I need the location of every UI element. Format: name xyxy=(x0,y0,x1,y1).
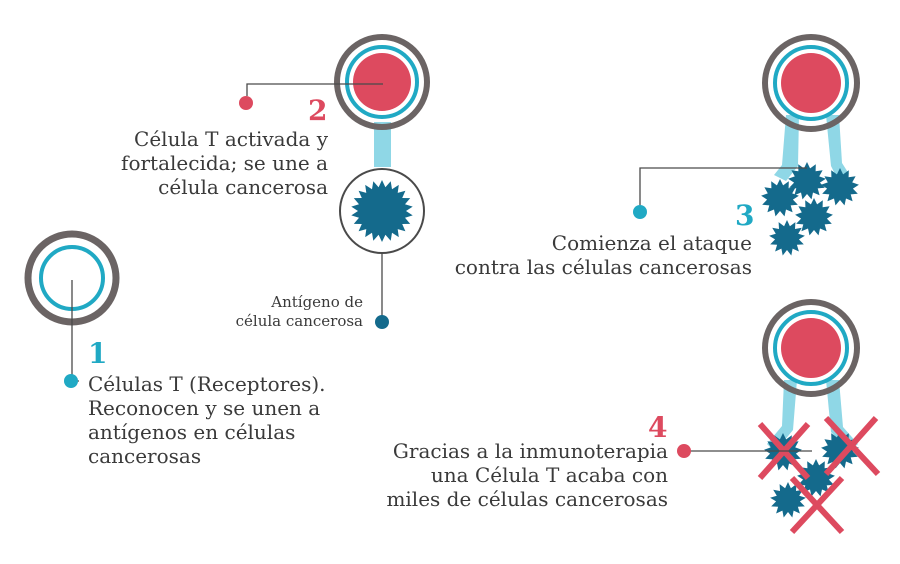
antigen-label-line: Antígeno de xyxy=(271,293,363,311)
step-3-dot xyxy=(633,205,647,219)
step-3-attack xyxy=(633,34,860,256)
antigen-icon xyxy=(375,315,389,329)
cancer-cell-icon xyxy=(788,162,826,200)
cancer-cell-icon xyxy=(351,180,413,242)
step-2-leader-line xyxy=(246,83,383,96)
cancer-cell-icon xyxy=(795,198,833,236)
step-4-dot xyxy=(677,444,691,458)
activated-t-cell-receptor xyxy=(345,45,419,119)
step-1-number: 1 xyxy=(88,337,108,370)
step-4-line: una Célula T acaba con xyxy=(430,463,668,487)
cancer-cell-icon xyxy=(769,220,805,256)
t-cell-core xyxy=(781,318,841,378)
step-2-description: Célula T activada y fortalecida; se une … xyxy=(121,127,328,199)
step-3-line: Comienza el ataque xyxy=(551,231,752,255)
cancer-cell-icon xyxy=(770,482,806,518)
step-2-dot xyxy=(239,96,253,110)
activated-t-cell-icon xyxy=(334,34,430,130)
step-3-leader-line xyxy=(639,167,807,205)
antigen-label-line: célula cancerosa xyxy=(235,311,363,330)
step-4-destruction xyxy=(677,299,881,535)
step-2-line: fortalecida; se une a xyxy=(121,151,328,175)
t-cell-ring xyxy=(762,299,860,397)
step-1-t-cell xyxy=(24,230,120,388)
step-1-line: Células T (Receptores). xyxy=(88,372,326,396)
step-4-line: Gracias a la inmunoterapia xyxy=(392,439,668,463)
step-3-description: Comienza el ataque contra las células ca… xyxy=(455,231,752,279)
step-4-description: Gracias a la inmunoterapia una Célula T … xyxy=(386,439,668,511)
cancer-cell-icon xyxy=(797,459,835,497)
t-cell-ring xyxy=(762,34,860,132)
step-1-line: cancerosas xyxy=(88,444,202,468)
t-cell-core xyxy=(781,53,841,113)
bond-connector xyxy=(374,122,391,167)
antigen-label: Antígeno de célula cancerosa xyxy=(236,293,363,331)
step-4-number: 4 xyxy=(648,411,668,444)
step-1-description: Células T (Receptores). Reconocen y se u… xyxy=(88,372,326,468)
cross-mark-icon xyxy=(823,415,881,477)
bond-right xyxy=(826,115,849,180)
step-3-number: 3 xyxy=(735,199,755,232)
step-2-binding xyxy=(239,34,430,329)
activated-t-cell-core xyxy=(353,53,411,111)
bond-left xyxy=(774,115,799,181)
bond-left xyxy=(767,380,797,452)
step-1-dot xyxy=(64,374,78,388)
cancer-cell-icon xyxy=(761,179,799,217)
bond-right xyxy=(826,380,858,452)
t-cell-receptor xyxy=(773,45,849,121)
cancer-cell-icon xyxy=(821,168,859,206)
step-1-line: Reconocen y se unen a xyxy=(88,396,321,420)
step-1-leader-line xyxy=(71,280,79,382)
t-cell-receptor xyxy=(773,310,849,386)
step-4-line: miles de células cancerosas xyxy=(386,487,668,511)
step-2-line: célula cancerosa xyxy=(158,175,328,199)
step-1-line: antígenos en células xyxy=(88,420,296,444)
step-2-number: 2 xyxy=(308,94,328,127)
step-2-line: Célula T activada y xyxy=(134,127,328,151)
step-3-line: contra las células cancerosas xyxy=(454,255,752,279)
cross-mark-icon xyxy=(789,475,845,535)
